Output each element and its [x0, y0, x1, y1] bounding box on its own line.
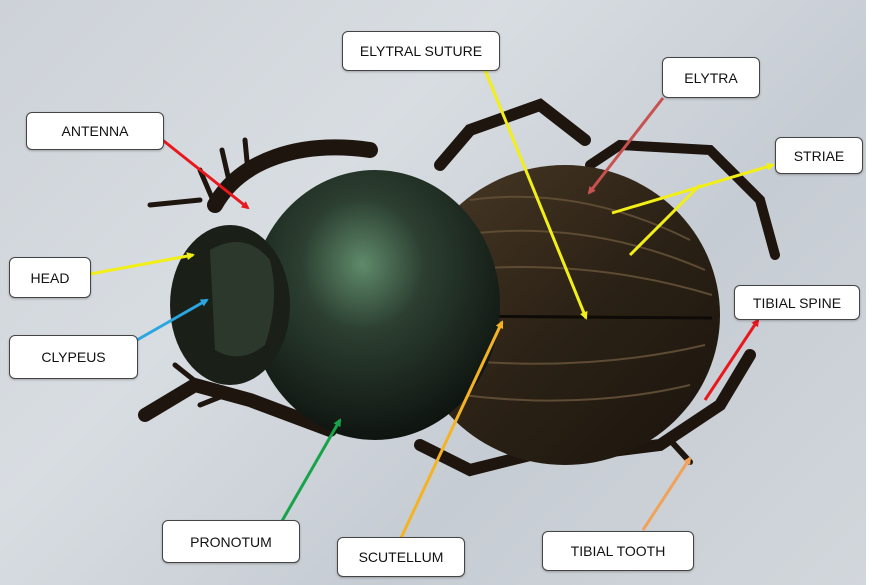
right-border	[866, 0, 872, 585]
label-scutellum: SCUTELLUM	[337, 537, 465, 577]
label-antenna: ANTENNA	[26, 112, 164, 150]
label-elytral-suture: ELYTRAL SUTURE	[342, 31, 500, 71]
label-head: HEAD	[9, 257, 91, 298]
arrow-striae-2	[630, 185, 700, 255]
arrow-tibial-spine	[705, 320, 758, 400]
label-clypeus: CLYPEUS	[9, 335, 138, 379]
arrow-scutellum	[401, 322, 502, 538]
arrow-head	[90, 255, 193, 274]
arrow-antenna	[160, 138, 248, 208]
arrow-clypeus	[137, 300, 207, 340]
label-tibial-spine: TIBIAL SPINE	[734, 285, 860, 320]
arrow-elytra	[589, 98, 663, 193]
arrow-elytral-suture	[485, 70, 586, 318]
arrow-pronotum	[282, 420, 340, 521]
label-pronotum: PRONOTUM	[162, 520, 300, 563]
arrow-tibial-tooth	[643, 458, 690, 530]
arrow-striae-1	[612, 165, 773, 213]
label-tibial-tooth: TIBIAL TOOTH	[542, 531, 694, 571]
label-striae: STRIAE	[775, 137, 863, 174]
label-elytra: ELYTRA	[662, 57, 760, 98]
